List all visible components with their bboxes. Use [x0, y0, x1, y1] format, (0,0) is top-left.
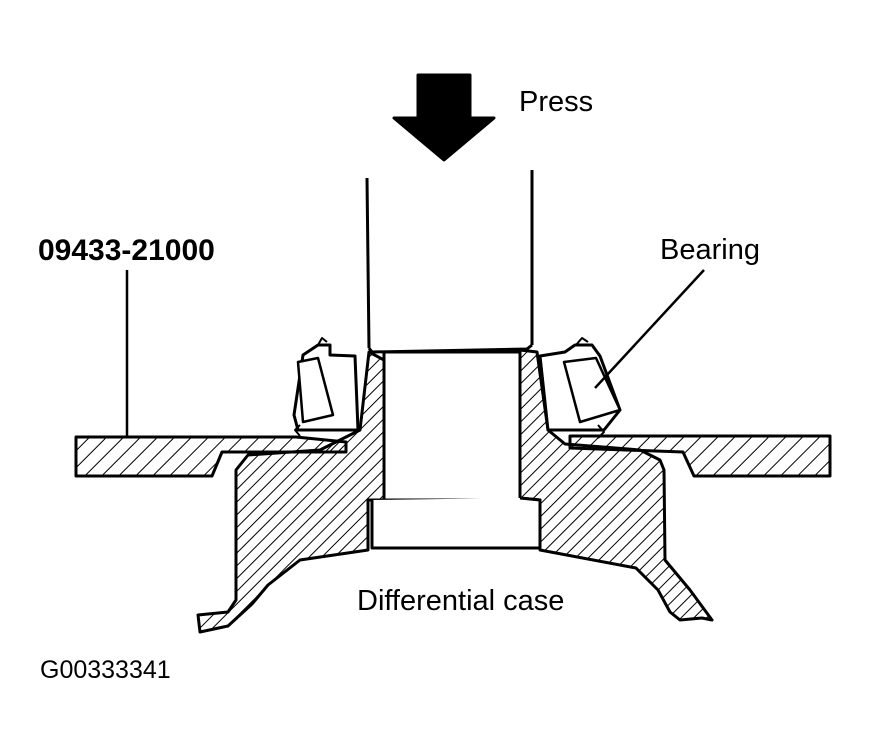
bearing-leader-line [594, 269, 705, 389]
differential-case-right [518, 348, 714, 622]
press-arrow [392, 73, 496, 162]
figure-id-label: G00333341 [40, 656, 171, 684]
tool-shaft-left [365, 177, 371, 349]
case-bore-step [368, 496, 542, 550]
differential-case-label: Differential case [357, 585, 565, 617]
case-bore [382, 350, 522, 502]
press-label: Press [519, 86, 594, 118]
bearing-label: Bearing [660, 234, 760, 266]
bearing-right [538, 337, 622, 439]
special-tool-number-label: 09433-21000 [38, 234, 215, 267]
bearing-left [292, 337, 360, 437]
